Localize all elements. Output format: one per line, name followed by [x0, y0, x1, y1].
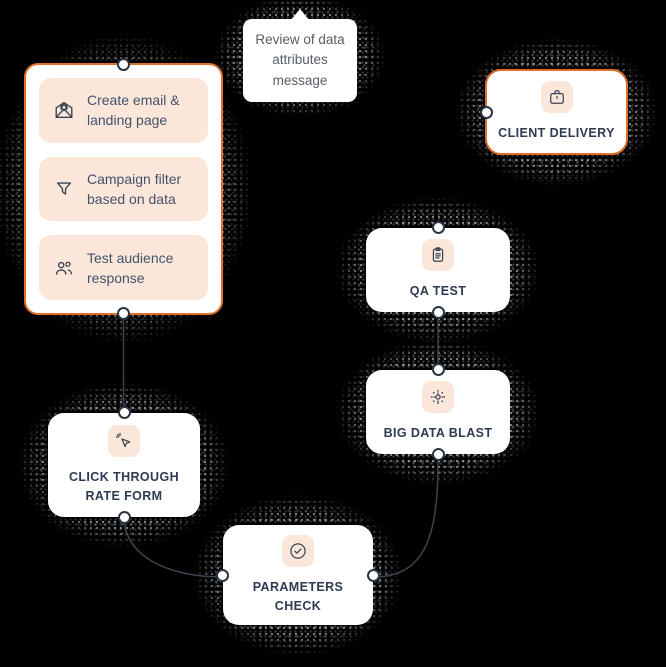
cursor-click-icon	[114, 431, 134, 451]
briefcase-icon	[547, 87, 567, 107]
node-label: BIG DATA BLAST	[383, 426, 493, 441]
data-burst-icon	[428, 387, 448, 407]
icon-chip	[422, 381, 454, 414]
node-big-data-blast[interactable]: BIG DATA BLAST	[366, 363, 510, 461]
step-label: Campaign filter based on data	[87, 171, 182, 207]
icon-chip	[282, 535, 314, 568]
tooltip-arrow-icon	[291, 9, 309, 20]
connection-handle-bottom[interactable]	[117, 307, 130, 320]
icon-chip	[422, 239, 454, 272]
connection-handle-left[interactable]	[480, 105, 493, 119]
node-label: QA TEST	[409, 284, 467, 299]
connection-handle-bottom[interactable]	[431, 448, 445, 461]
connection-handle-top[interactable]	[431, 221, 445, 234]
node-label: CLICK THROUGH RATE FORM	[68, 470, 180, 503]
node-campaign-steps[interactable]: Create email & landing page Campaign fil…	[24, 58, 223, 320]
edge-bigdatablast-to-parameterscheck	[373, 453, 439, 578]
node-parameters-check[interactable]: PARAMETERS CHECK	[216, 525, 380, 625]
node-click-through-rate-form[interactable]: CLICK THROUGH RATE FORM	[48, 406, 200, 524]
connection-handle-bottom[interactable]	[431, 306, 445, 319]
filter-icon	[53, 178, 75, 200]
icon-chip	[540, 81, 573, 114]
step-label: Create email & landing page	[87, 92, 180, 129]
connection-handle-bottom[interactable]	[117, 511, 131, 524]
node-label: PARAMETERS CHECK	[252, 580, 344, 613]
edge-clickthrough-to-parameterscheck	[123, 516, 223, 578]
step-campaign-filter[interactable]: Campaign filter based on data	[39, 156, 208, 222]
node-qa-test[interactable]: QA TEST	[366, 221, 510, 319]
users-icon	[53, 257, 75, 279]
node-label: CLIENT DELIVERY	[498, 126, 615, 141]
connection-handle-top[interactable]	[117, 406, 131, 419]
connection-handle-top[interactable]	[431, 363, 445, 376]
step-label: Test audience response	[87, 249, 174, 286]
check-circle-icon	[288, 541, 308, 561]
node-client-delivery[interactable]: CLIENT DELIVERY	[480, 69, 628, 155]
step-test-audience[interactable]: Test audience response	[39, 235, 208, 301]
tooltip-review-message: Review of data attributes message	[243, 9, 357, 102]
connection-handle-top[interactable]	[117, 58, 130, 71]
tooltip-text: Review of data attributes message	[255, 32, 345, 88]
mail-settings-icon	[53, 99, 75, 121]
step-create-email[interactable]: Create email & landing page	[39, 78, 208, 143]
connection-handle-right[interactable]	[367, 568, 380, 582]
icon-chip	[108, 425, 140, 458]
clipboard-icon	[428, 245, 448, 265]
connection-handle-left[interactable]	[216, 568, 229, 582]
